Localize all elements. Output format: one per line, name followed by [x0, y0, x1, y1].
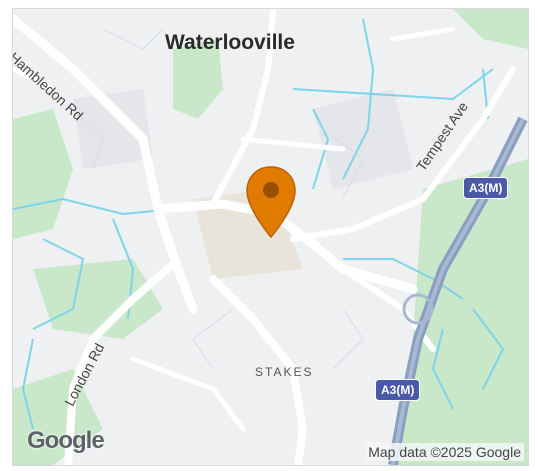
motorway-shield: A3(M): [375, 379, 421, 401]
park-area: [13, 369, 103, 465]
motorway-shield: A3(M): [463, 177, 509, 199]
minor-streets: [72, 28, 364, 370]
district-label: STAKES: [255, 365, 314, 379]
park-area: [173, 39, 223, 119]
map-attribution[interactable]: Map data ©2025 Google: [365, 443, 524, 461]
town-label: Waterlooville: [165, 31, 295, 54]
location-pin-icon[interactable]: [245, 165, 297, 241]
park-area: [393, 159, 528, 465]
google-logo[interactable]: Google: [27, 427, 105, 454]
map-canvas[interactable]: [13, 9, 528, 465]
built-area: [73, 89, 153, 169]
map-container[interactable]: Waterlooville STAKES Hambledon Rd Tempes…: [12, 8, 529, 466]
road-network: [13, 9, 516, 465]
park-area: [33, 259, 163, 339]
park-area: [453, 9, 528, 49]
junction-loop: [402, 293, 434, 325]
